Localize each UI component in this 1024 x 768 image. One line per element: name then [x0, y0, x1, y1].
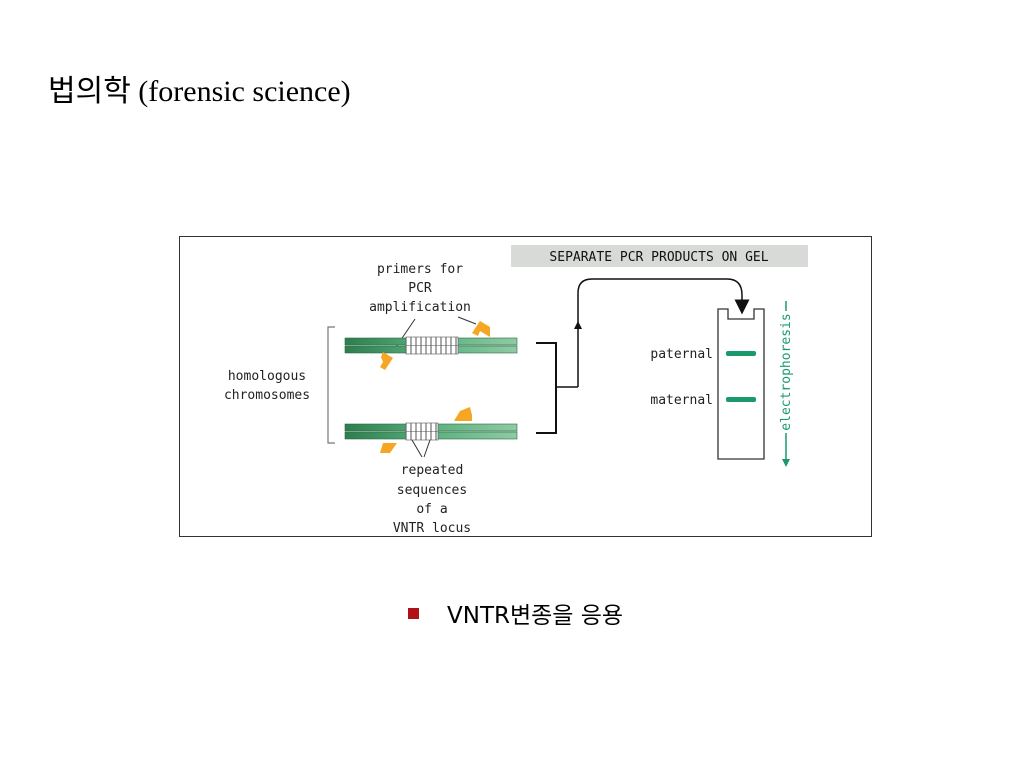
- chromosome-pair-1: [344, 336, 518, 355]
- diagram-svg: SEPARATE PCR PRODUCTS ON GEL primers for…: [224, 245, 808, 536]
- homologous-label-line1: homologous: [228, 369, 306, 384]
- electrophoresis-label: electrophoresis: [779, 313, 794, 430]
- bullet-square-icon: [408, 607, 419, 619]
- flow-arrow-icon: [577, 278, 750, 387]
- repeated-label-line1: repeated: [401, 463, 464, 478]
- electrophoresis-arrow-icon: [782, 459, 790, 467]
- primer-arrow-icon-4: [380, 443, 397, 453]
- bullet-item: VNTR변종을 응용: [408, 596, 623, 630]
- primers-label-line3: amplification: [369, 300, 471, 315]
- gel-banner-text: SEPARATE PCR PRODUCTS ON GEL: [549, 250, 768, 265]
- gel-band-paternal: [726, 351, 756, 356]
- primers-label-line1: primers for: [377, 262, 463, 277]
- vntr-diagram: SEPARATE PCR PRODUCTS ON GEL primers for…: [179, 236, 872, 537]
- maternal-label: maternal: [650, 393, 713, 408]
- gel-lane: [717, 308, 765, 460]
- chromosome-pair-2: [344, 422, 518, 441]
- gel-band-maternal: [726, 397, 756, 402]
- repeat-pointer-left: [411, 439, 423, 458]
- gel-banner: [511, 245, 808, 267]
- primers-label-line2: PCR: [408, 281, 432, 296]
- homologous-bracket: [327, 326, 335, 444]
- repeat-pointer-right: [423, 439, 431, 458]
- primer-arrow-icon-2: [380, 352, 393, 370]
- repeated-label-line2: sequences: [397, 483, 467, 498]
- bullet-text: VNTR변종을 응용: [447, 603, 624, 629]
- homologous-label-line2: chromosomes: [224, 388, 310, 403]
- pcr-connector-bracket: [536, 342, 557, 434]
- repeated-label-line4: VNTR locus: [393, 521, 471, 536]
- primer-arrow-icon-1: [472, 321, 490, 337]
- slide-title: 법의학 (forensic science): [48, 75, 351, 108]
- paternal-label: paternal: [650, 347, 713, 362]
- repeated-label-line3: of a: [416, 502, 447, 517]
- primer-arrow-icon-3: [454, 407, 472, 421]
- primer-pointer-right: [457, 316, 477, 325]
- flow-up-arrow-icon: [574, 321, 582, 329]
